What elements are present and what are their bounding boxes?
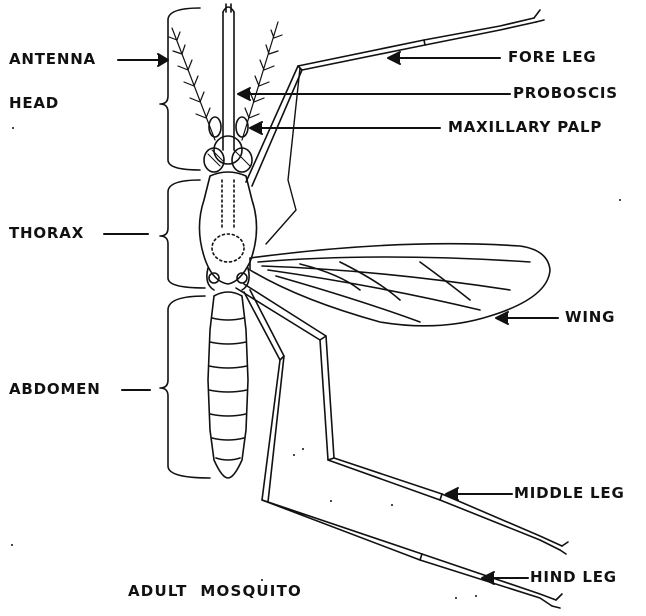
palps — [209, 117, 248, 137]
abdomen-brace — [160, 296, 210, 478]
abdomen-drawing — [208, 292, 248, 478]
label-thorax: THORAX — [9, 226, 84, 241]
label-proboscis: PROBOSCIS — [513, 86, 618, 101]
stipple-dots — [11, 127, 621, 599]
proboscis-drawing — [223, 4, 234, 150]
label-antenna: ANTENNA — [9, 52, 96, 67]
head-drawing — [204, 136, 252, 172]
label-hind-leg: HIND LEG — [530, 570, 617, 585]
label-maxillary-palp: MAXILLARY PALP — [448, 120, 602, 135]
thorax-drawing — [199, 172, 256, 290]
left-antenna — [169, 28, 215, 140]
hind-leg-drawing — [244, 290, 562, 608]
label-abdomen: ABDOMEN — [9, 382, 101, 397]
diagram-caption: ADULT MOSQUITO — [128, 584, 302, 599]
label-fore-leg: FORE LEG — [508, 50, 597, 65]
label-head: HEAD — [9, 96, 59, 111]
label-wing: WING — [565, 310, 615, 325]
label-middle-leg: MIDDLE LEG — [514, 486, 625, 501]
thorax-brace — [160, 180, 205, 288]
